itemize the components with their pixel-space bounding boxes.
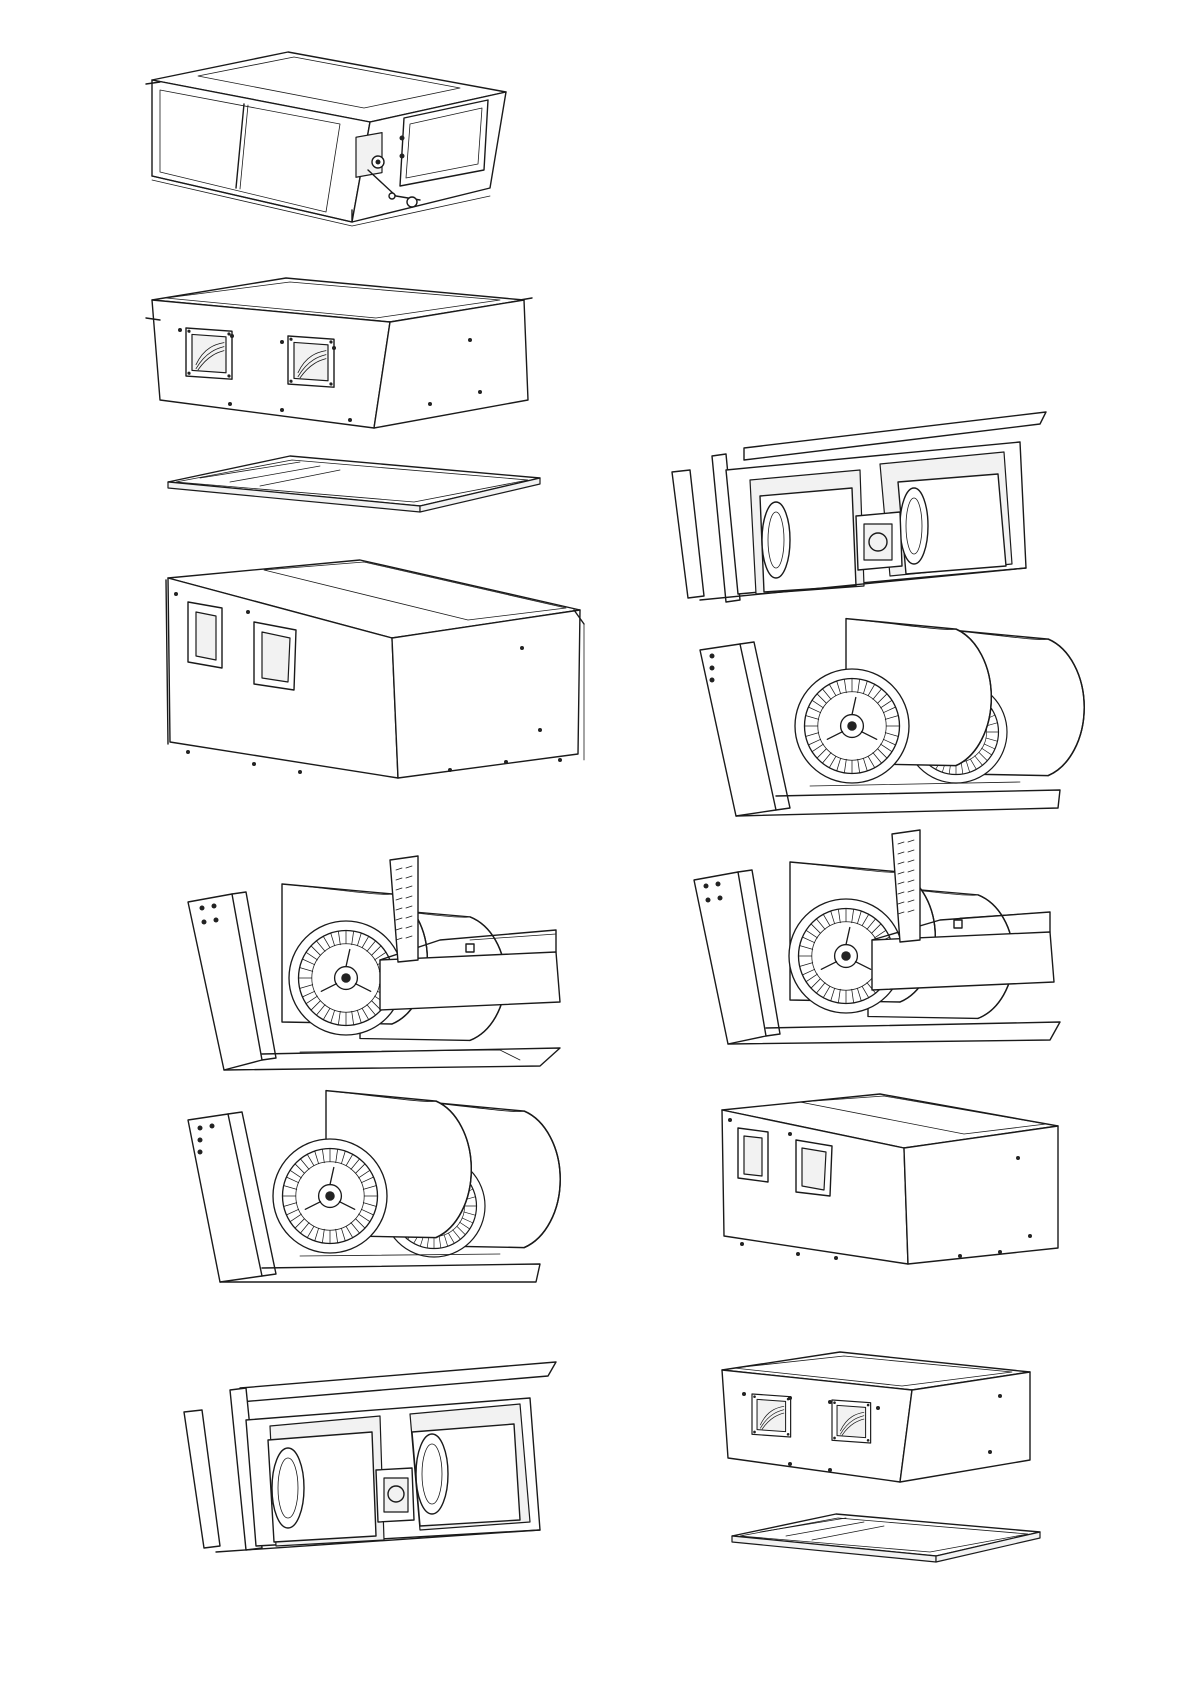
figure-9-blower-bracket-right <box>694 830 1060 1044</box>
figure-11-unit-panel-removed-small <box>722 1352 1040 1562</box>
figure-10-unit-rotated-small <box>722 1094 1058 1264</box>
figure-6-blower-underside-left <box>184 1362 556 1552</box>
figure-1-closed-unit <box>146 52 506 226</box>
figure-8-twin-blowers-right <box>700 619 1084 816</box>
figure-3-unit-rotated <box>166 560 584 778</box>
figure-5-twin-blowers-left <box>188 1091 560 1282</box>
figure-4-blower-bracket-left <box>188 856 560 1070</box>
figure-2-unit-panel-removed <box>146 278 540 512</box>
figure-7-blower-underside-right <box>672 412 1046 602</box>
